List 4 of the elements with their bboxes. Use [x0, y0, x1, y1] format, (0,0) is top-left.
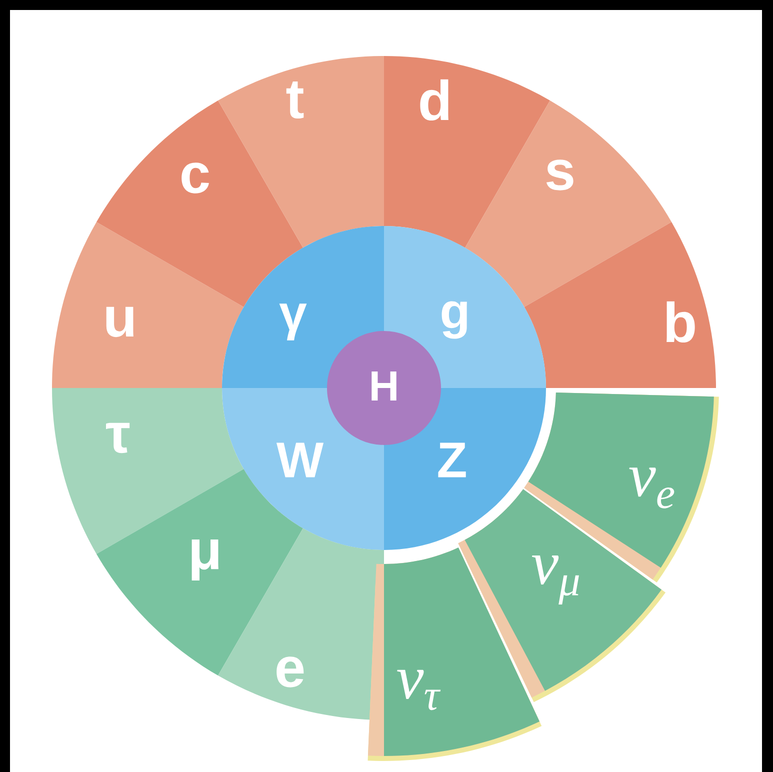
quark-sector: u — [52, 222, 244, 388]
lepton-sector: e — [218, 528, 384, 720]
quark-sector: b — [524, 222, 716, 388]
quark-sector: t — [218, 56, 384, 248]
